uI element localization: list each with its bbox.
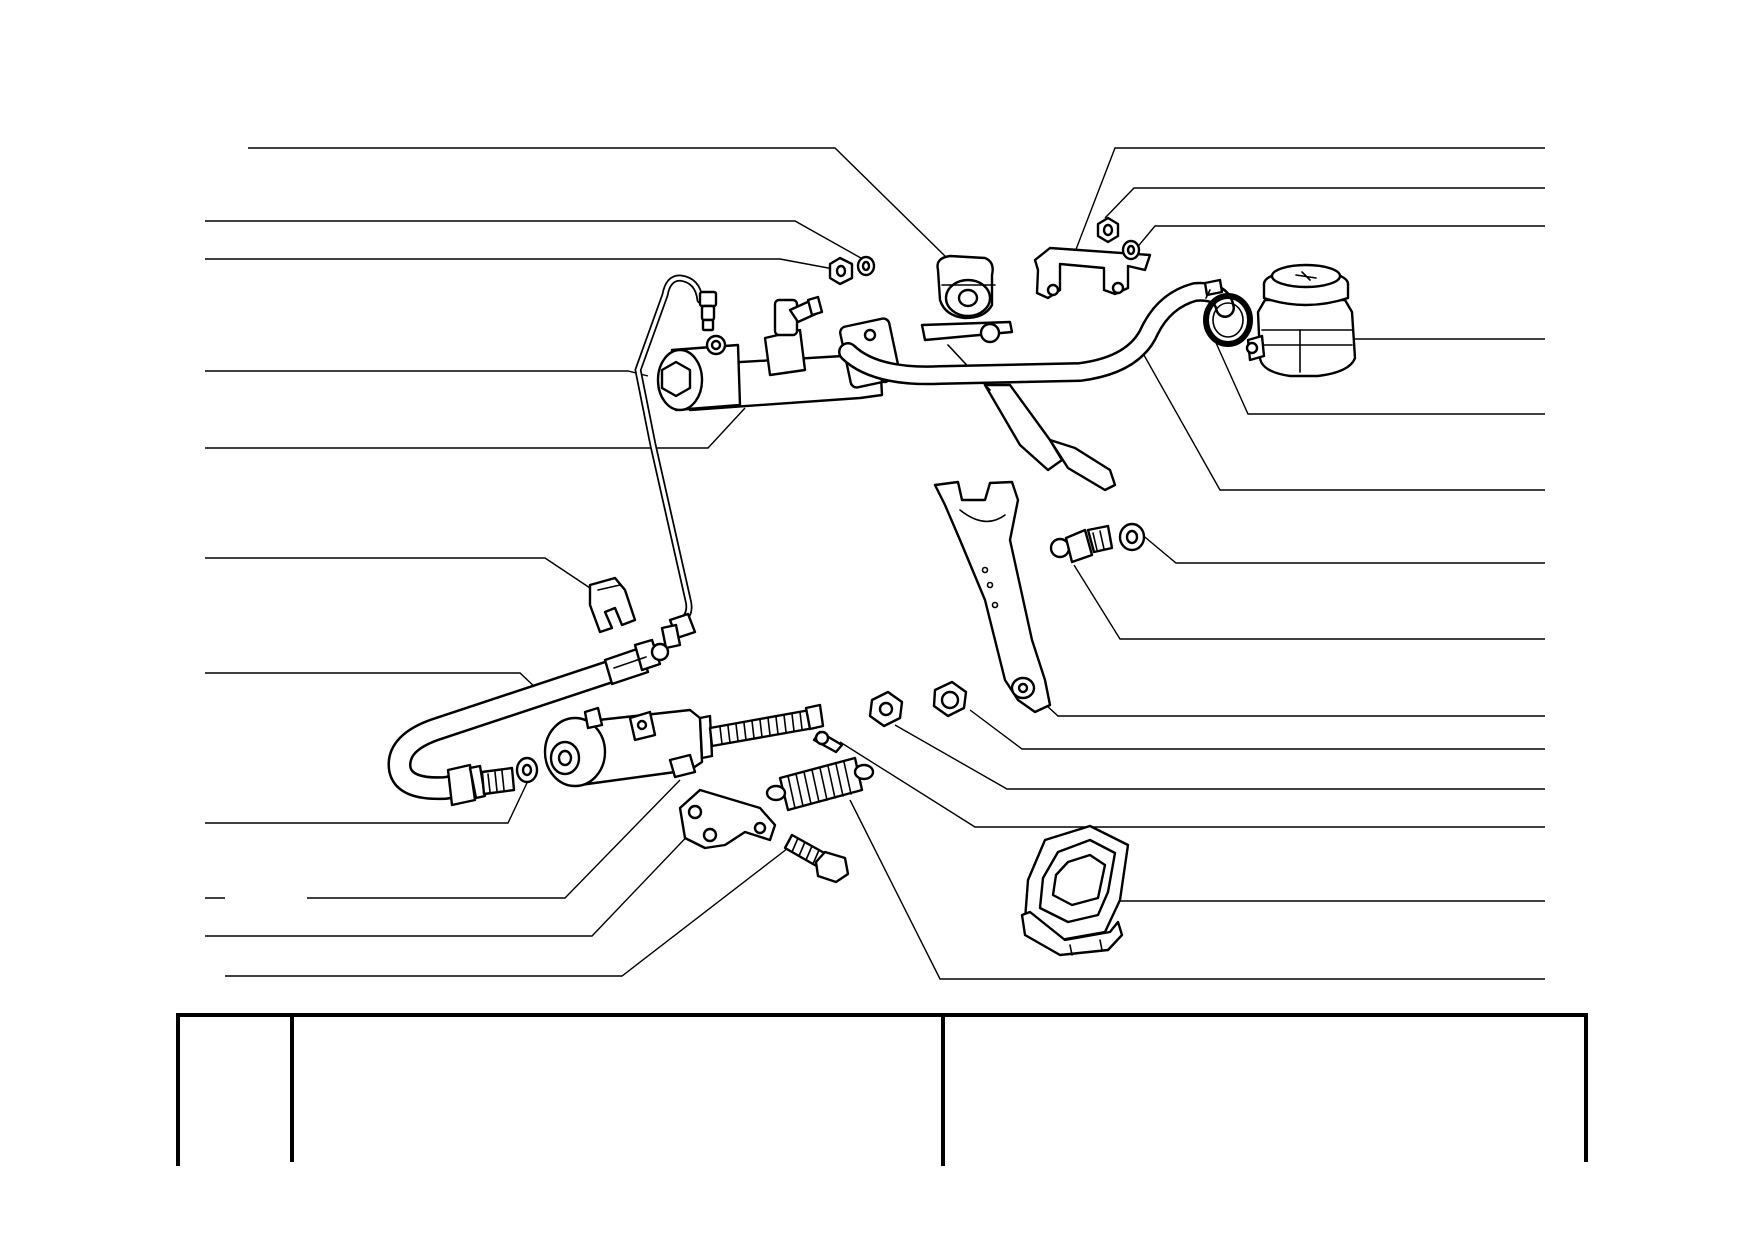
mounting-bracket-icon	[678, 788, 777, 850]
nut-small-icon	[1096, 216, 1120, 244]
rubber-gaiter-icon	[1020, 824, 1130, 957]
leader-lines-right	[839, 147, 1545, 980]
slave-cylinder-icon	[543, 703, 825, 788]
hydraulic-pipe-icon	[634, 274, 718, 650]
title-block	[176, 1013, 1588, 1166]
clutch-pedal-bracket-icon	[920, 254, 1117, 492]
bolt-icon	[783, 833, 850, 884]
leader-lines-left	[205, 147, 948, 977]
u-bracket-icon	[1033, 246, 1152, 300]
reservoir-hose-icon	[838, 281, 1235, 386]
cap-nut-icon	[932, 680, 968, 718]
pipe-clip-icon	[588, 576, 637, 634]
hose-clip-icon	[1203, 278, 1253, 347]
clutch-master-cylinder-icon	[656, 295, 901, 412]
nut-icon	[868, 690, 904, 728]
nut-upper-icon	[828, 256, 854, 286]
lock-washer-icon	[1118, 522, 1146, 552]
washer-upper-icon	[856, 255, 876, 277]
washer-icon	[515, 756, 539, 784]
fluid-reservoir-icon	[1245, 263, 1357, 378]
washer-small-icon	[1121, 239, 1141, 261]
return-spring-icon	[765, 756, 875, 812]
ball-stud-icon	[1049, 524, 1114, 564]
clutch-release-fork-icon	[933, 480, 1052, 714]
clevis-pin-icon	[812, 730, 844, 754]
flexible-hose-icon	[387, 638, 670, 807]
